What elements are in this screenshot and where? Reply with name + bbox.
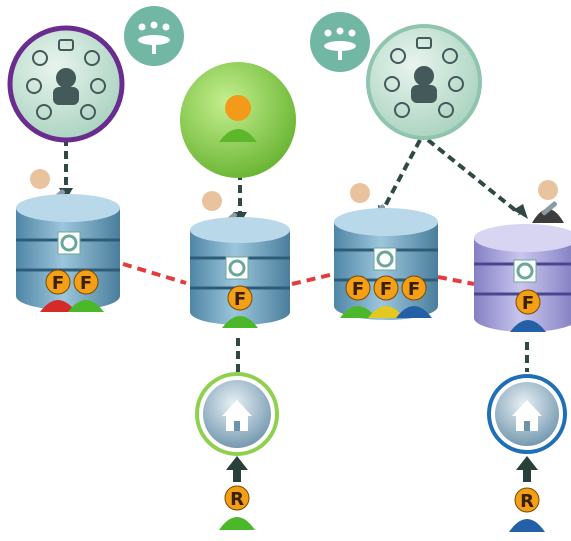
database-icon xyxy=(373,247,397,271)
meeting-badge-left xyxy=(124,6,184,66)
r-badge-label: R xyxy=(520,491,534,512)
peer-link-3-4 xyxy=(437,275,475,286)
up-arrow-icon xyxy=(226,456,248,482)
federated-user-yellow: F xyxy=(368,275,404,318)
database-icon xyxy=(225,256,249,280)
control-link-3b xyxy=(426,138,522,216)
meeting-badge-right xyxy=(310,12,370,72)
r-badge-label: R xyxy=(230,489,244,510)
federated-user-green: F xyxy=(340,275,376,318)
f-badge-label: F xyxy=(352,279,364,300)
database-icon xyxy=(57,231,81,255)
user-sphere-green xyxy=(180,62,296,178)
admin-tools-icon xyxy=(532,180,564,223)
home-node-4[interactable] xyxy=(487,374,567,454)
federated-user-red: F xyxy=(40,269,76,312)
up-arrow-icon xyxy=(516,456,538,482)
services-sphere-purple xyxy=(7,25,125,143)
f-badge-label: F xyxy=(80,273,92,294)
f-badge-label: F xyxy=(522,293,534,314)
federated-user-green: F xyxy=(222,285,258,328)
f-badge-label: F xyxy=(52,273,64,294)
requester-user-green: R xyxy=(219,485,255,530)
meeting-table-icon xyxy=(138,21,170,54)
arrowhead-3b xyxy=(513,204,528,219)
control-link-3a xyxy=(382,139,422,209)
f-badge-label: F xyxy=(380,279,392,300)
peer-link-2-3 xyxy=(291,272,335,286)
f-badge-label: F xyxy=(408,279,420,300)
peer-links xyxy=(122,262,475,286)
federated-user-green: F xyxy=(68,269,104,312)
database-node-4 xyxy=(474,224,571,332)
services-sphere-teal xyxy=(366,24,482,140)
home-node-2[interactable] xyxy=(195,372,279,456)
services-cluster-icon xyxy=(384,37,464,118)
meeting-table-icon xyxy=(324,27,356,60)
user-icon xyxy=(219,95,257,142)
database-node-3 xyxy=(334,208,438,320)
federated-user-blue: F xyxy=(396,275,432,318)
database-node-2 xyxy=(190,217,290,325)
requester-user-blue: R xyxy=(509,487,545,532)
peer-link-1-2 xyxy=(122,262,187,285)
f-badge-label: F xyxy=(234,289,246,310)
home-icon xyxy=(222,400,252,431)
database-icon xyxy=(513,259,537,283)
federated-user-blue: F xyxy=(510,289,546,332)
control-links xyxy=(64,138,529,372)
home-icon xyxy=(512,400,542,431)
database-node-1 xyxy=(16,194,120,310)
services-cluster-icon xyxy=(26,39,106,120)
arrowheads xyxy=(59,188,528,224)
